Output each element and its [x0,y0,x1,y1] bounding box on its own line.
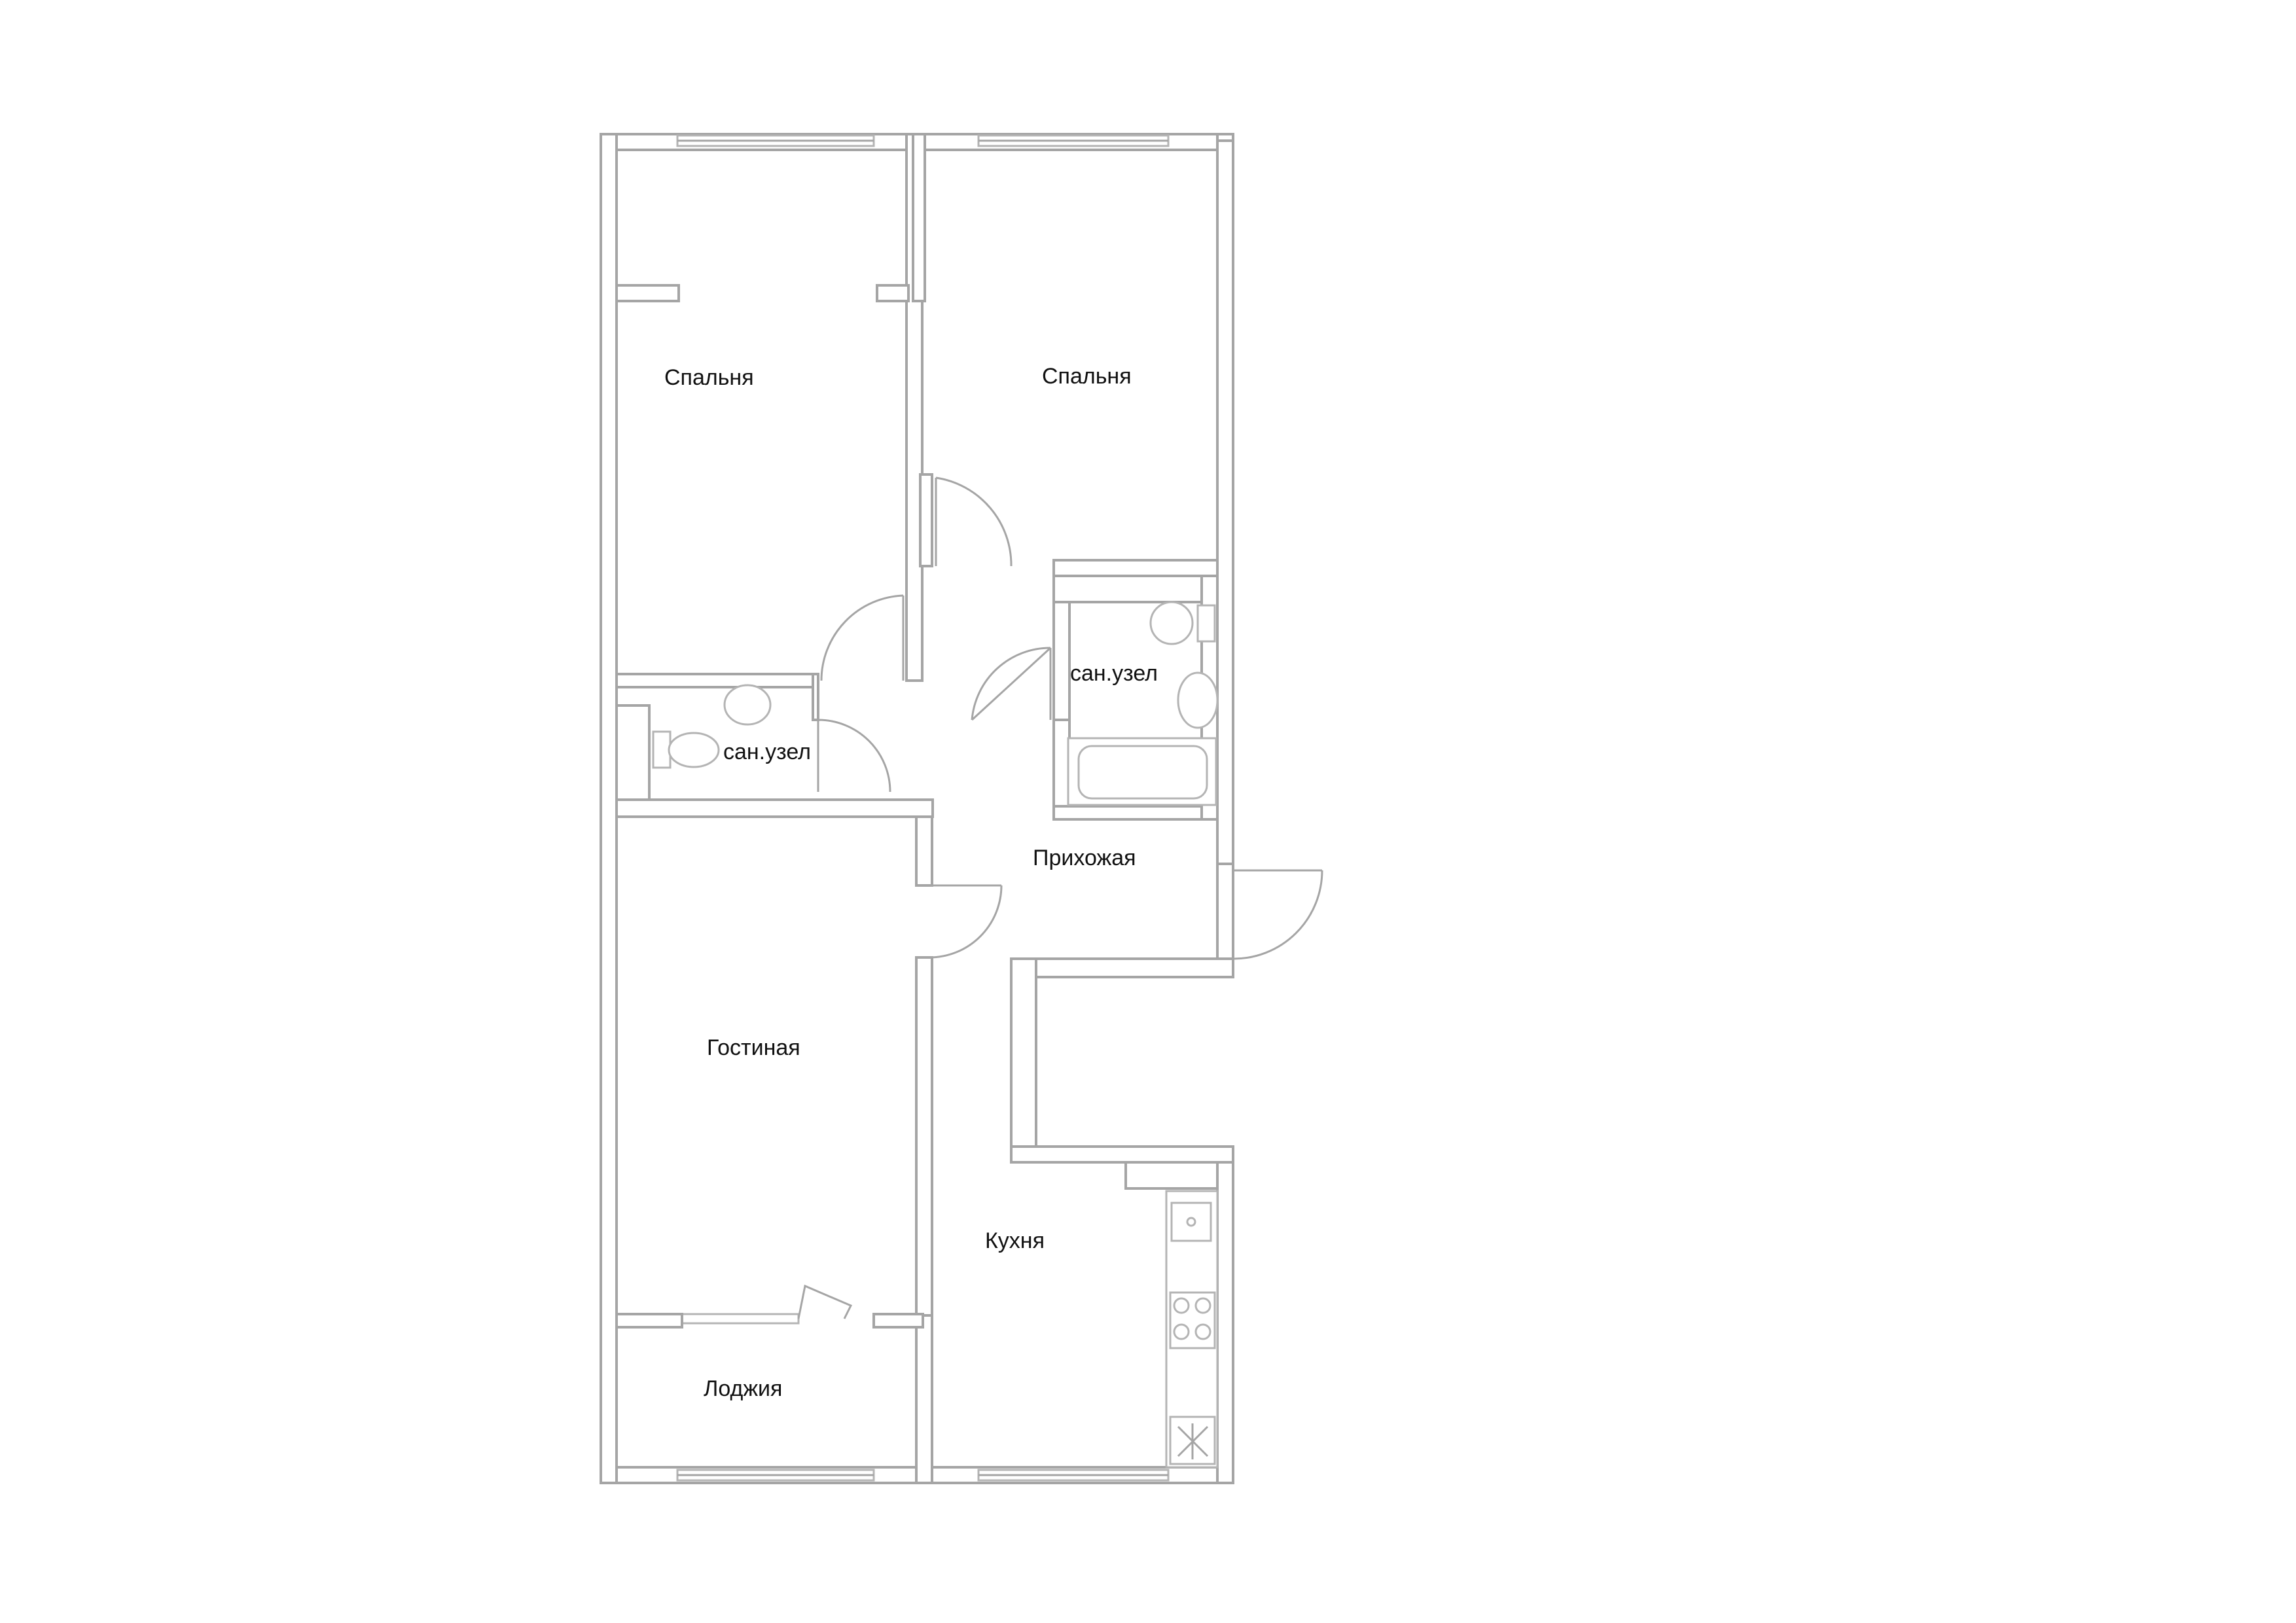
label-living-room: Гостиная [707,1035,800,1060]
toilet-left [668,732,720,768]
door-entrance [1232,869,1323,960]
label-loggia: Лоджия [704,1376,782,1401]
fixtures [652,601,1219,1469]
label-bedroom-1: Спальня [664,365,754,390]
door-loggia [797,1284,853,1319]
label-hallway: Прихожая [1033,846,1136,870]
toilet-right [1149,601,1194,645]
toilet-tank-left [652,730,672,769]
sink-left [723,684,772,726]
label-bathroom-2: сан.узел [1070,661,1158,686]
window-living-loggia [679,1313,800,1325]
interior-walls [615,133,1234,1484]
label-bedroom-2: Спальня [1042,364,1132,389]
windows [676,134,1170,1482]
door-bathroom-1 [817,719,891,793]
label-bathroom-1: сан.узел [723,740,811,764]
door-bathroom-2 [971,647,1052,721]
label-kitchen: Кухня [985,1228,1045,1253]
doors [797,476,1323,1319]
door-bedroom-1 [820,594,905,681]
door-living-room [929,884,1003,959]
sink-right [1177,671,1219,729]
toilet-tank-right [1196,604,1216,643]
door-bedroom-2 [935,476,1013,567]
room-labels: Спальня Спальня сан.узел сан.узел Прихож… [664,364,1158,1401]
